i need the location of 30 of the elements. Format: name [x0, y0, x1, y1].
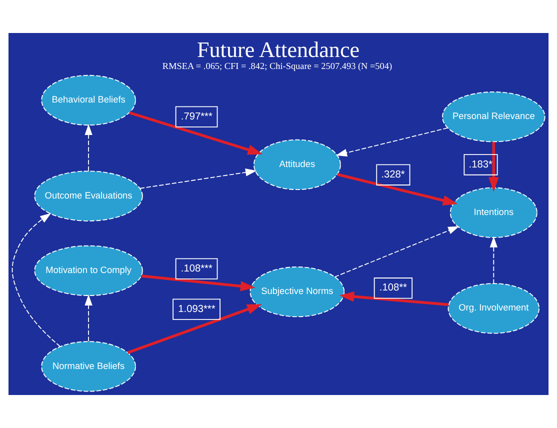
node-ellipse: Outcome Evaluations — [34, 170, 143, 222]
arrow — [84, 124, 92, 172]
node-ellipse: Personal Relevance — [442, 92, 546, 142]
edge-label: .108** — [379, 282, 407, 294]
arrow — [142, 274, 256, 292]
arrow — [12, 213, 61, 347]
node-ellipse: Behavioral Beliefs — [41, 74, 136, 126]
diagram-title: Future Attendance — [196, 37, 360, 62]
caption: RMSEA = .065; CFI = .842; Chi-Square = 2507.493 (N =504) — [162, 60, 392, 71]
arrow — [84, 294, 92, 342]
arrow — [488, 142, 499, 192]
arrow — [334, 226, 460, 278]
arrow — [127, 304, 262, 354]
arrow — [339, 291, 449, 306]
arrow — [490, 236, 498, 284]
edge-label: .797*** — [180, 111, 212, 122]
node-ellipse: Org. Involvement — [448, 283, 540, 334]
arrow — [336, 173, 458, 206]
edge-label: .183* — [468, 159, 492, 170]
edge-label: 1.093*** — [178, 304, 216, 315]
node-ellipse: Normative Beliefs — [41, 341, 136, 392]
edge-label: .328* — [381, 169, 405, 180]
node-ellipse: Subjective Norms — [250, 266, 345, 318]
arrow — [140, 168, 257, 189]
node-ellipse: Intentions — [450, 187, 538, 238]
edge-label: .108*** — [180, 263, 212, 274]
arrow — [336, 128, 448, 157]
arrow — [128, 111, 263, 155]
node-ellipse: Motivation to Comply — [34, 245, 143, 296]
node-ellipse: Attitudes — [253, 139, 341, 190]
